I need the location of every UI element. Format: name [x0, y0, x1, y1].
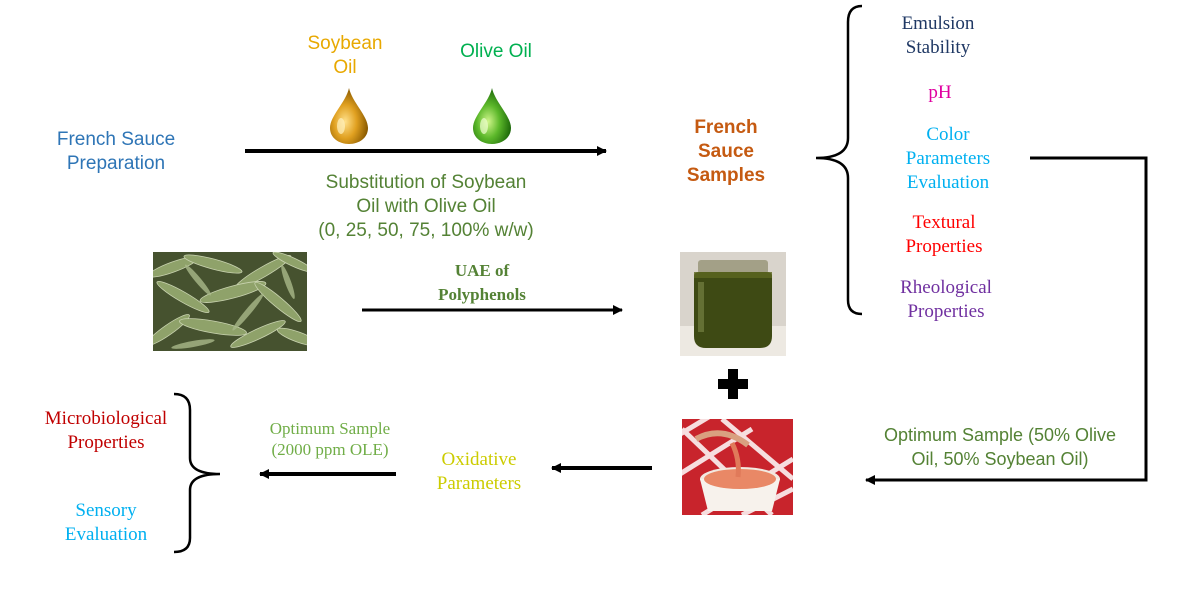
color-parameters-label: Color Parameters Evaluation [905, 124, 991, 193]
french-sauce-samples-label: French Sauce Samples [686, 117, 766, 186]
plus-icon [718, 369, 748, 399]
optimum-connector [865, 156, 1148, 485]
soybean-oil-drop-icon [330, 88, 368, 144]
textural-properties-label: Textural Properties [905, 212, 983, 257]
substitution-label: Substitution of Soybean Oil with Olive O… [318, 172, 534, 241]
optimum-sample-oil-label: Optimum Sample (50% Olive Oil, 50% Soybe… [883, 425, 1117, 469]
olive-oil-drop-icon [473, 88, 511, 144]
evaluation-brace [815, 4, 863, 316]
french-sauce-preparation-label: French Sauce Preparation [56, 129, 176, 174]
uae-polyphenols-label: UAE of Polyphenols [438, 261, 526, 304]
french-sauce-image [682, 419, 793, 515]
polyphenol-extract-jar-image [680, 252, 786, 356]
olive-oil-label: Olive Oil [460, 41, 532, 62]
soybean-oil-label: Soybean Oil [307, 33, 383, 78]
olive-leaves-image [153, 252, 307, 351]
ph-label: pH [928, 82, 952, 103]
optimum-sample-ole-label: Optimum Sample (2000 ppm OLE) [269, 419, 391, 459]
final-brace [173, 392, 221, 554]
oxidative-parameters-label: Oxidative Parameters [436, 449, 522, 494]
emulsion-stability-label: Emulsion Stability [901, 13, 975, 58]
microbiological-properties-label: Microbiological Properties [44, 408, 168, 453]
rheological-properties-label: Rheological Properties [900, 277, 992, 322]
sensory-evaluation-label: Sensory Evaluation [64, 500, 148, 545]
